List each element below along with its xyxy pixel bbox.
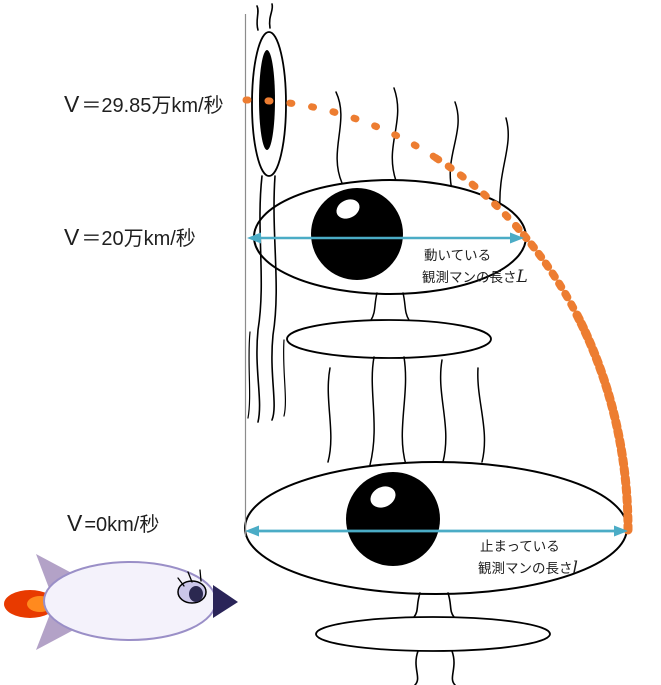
- body-line: [283, 339, 286, 417]
- eye-pupil: [346, 472, 440, 566]
- observer-bottom: [244, 461, 628, 685]
- hair-strand: [449, 101, 459, 191]
- rocket-nose: [213, 585, 238, 618]
- hair-strand: [439, 359, 447, 463]
- torso-line: [447, 592, 455, 618]
- torso-line: [402, 292, 410, 321]
- stationary-observer-length-label: 止まっている 観測マンの長さl: [478, 539, 578, 578]
- hair-strand: [499, 117, 510, 209]
- length-symbol-L: L: [516, 267, 528, 287]
- rocket-eyelashes: [177, 569, 202, 587]
- hair-strand: [477, 367, 486, 463]
- velocity-value: V: [64, 91, 80, 117]
- annotation-text: 観測マンの長さ: [422, 269, 517, 285]
- torso-line: [413, 592, 421, 618]
- hair-strand: [327, 367, 332, 463]
- observer-squished: [247, 3, 287, 423]
- moving-observer-length-label: 動いている 観測マンの長さL: [422, 248, 528, 287]
- hair-strand: [256, 5, 259, 31]
- velocity-unit: ＝20万km/秒: [81, 227, 195, 250]
- length-arrow-moving: [247, 232, 524, 244]
- contraction-curve: [242, 96, 633, 535]
- velocity-value: V: [67, 510, 83, 536]
- hair-strand: [268, 3, 274, 29]
- length-arrow-stationary: [245, 525, 628, 537]
- velocity-label-top: V＝29.85万km/秒: [64, 91, 224, 117]
- torso-line: [370, 292, 378, 321]
- eye-pupil: [311, 188, 403, 280]
- hair-strand: [335, 91, 343, 184]
- body-line: [256, 175, 263, 423]
- leg-line: [369, 356, 375, 466]
- leg-line: [451, 650, 456, 685]
- contraction-curve-segment: [572, 310, 633, 535]
- body-line: [271, 175, 278, 421]
- annotation-text: 観測マンの長さ: [478, 560, 573, 576]
- annotation-line2: 観測マンの長さl: [478, 558, 578, 578]
- leg-line: [414, 650, 419, 685]
- annotation-line2: 観測マンの長さL: [422, 267, 528, 287]
- rocket: [4, 554, 238, 650]
- contraction-curve-segment: [242, 96, 440, 162]
- arms-outline: [286, 319, 492, 359]
- contraction-curve-segment: [512, 222, 581, 319]
- velocity-label-middle: V＝20万km/秒: [64, 224, 196, 250]
- eye-highlight: [336, 199, 360, 219]
- arrow-head-right: [510, 232, 524, 244]
- rocket-eye-pupil: [189, 586, 203, 602]
- length-symbol-l: l: [573, 558, 578, 578]
- arrow-head-left: [245, 525, 259, 537]
- body-line: [247, 331, 251, 419]
- annotation-line1: 動いている: [424, 248, 491, 263]
- arrow-head-left: [247, 232, 261, 244]
- velocity-value: V: [64, 224, 80, 250]
- leg-line: [401, 356, 407, 466]
- velocity-label-bottom: V=0km/秒: [67, 510, 159, 536]
- arms-outline: [315, 616, 551, 652]
- annotation-line1: 止まっている: [480, 539, 560, 554]
- velocity-unit: ＝29.85万km/秒: [81, 94, 223, 117]
- velocity-unit: =0km/秒: [84, 513, 159, 536]
- eye-highlight: [370, 486, 396, 508]
- arrow-head-right: [614, 525, 628, 537]
